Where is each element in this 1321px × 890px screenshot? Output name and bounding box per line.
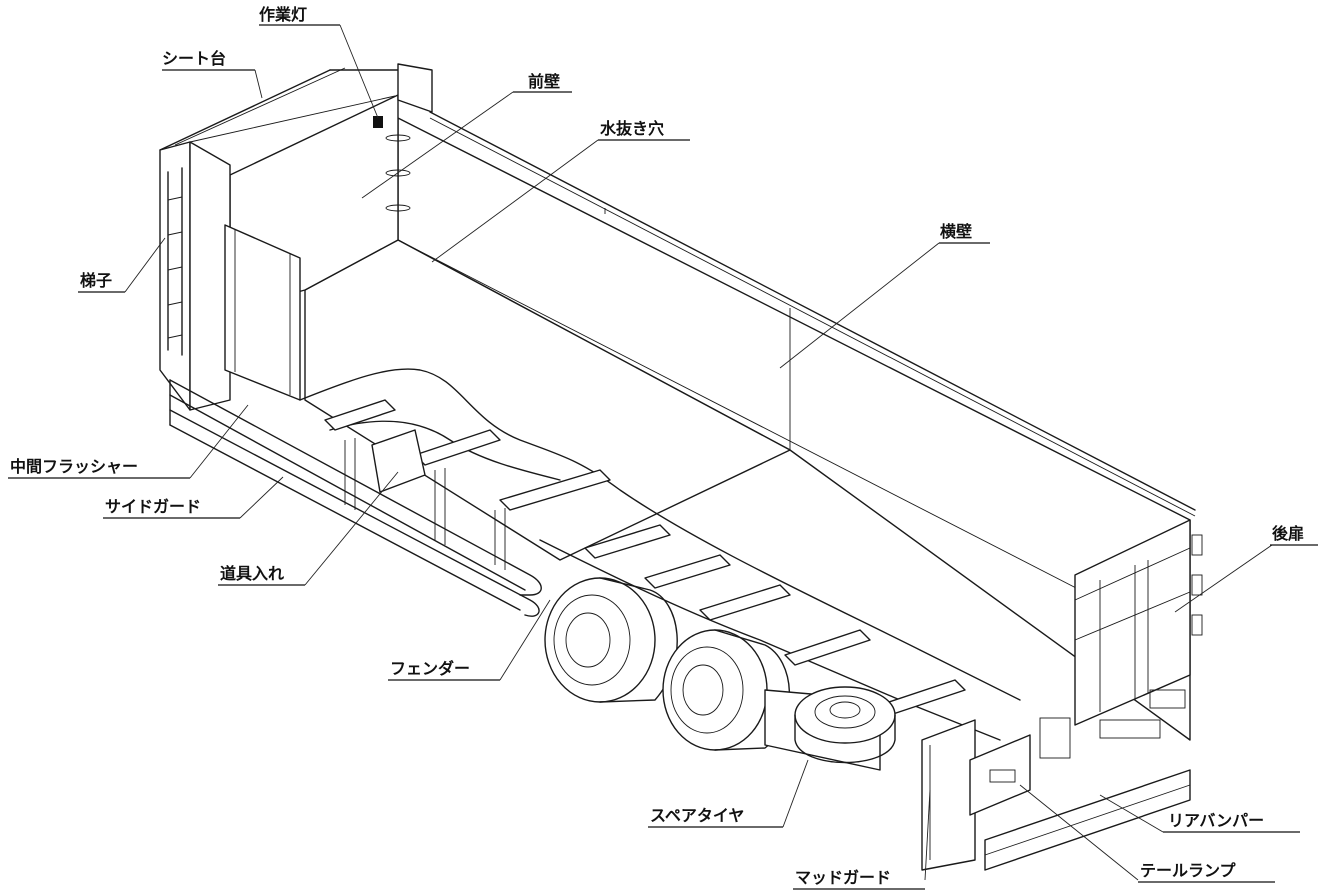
label-drain-hole: 水抜き穴 xyxy=(598,119,690,141)
side-wall-label: 横壁 xyxy=(940,222,972,241)
tail-lamp-label: テールランプ xyxy=(1140,861,1237,880)
label-rear-door: 後扉 xyxy=(1270,524,1318,546)
label-rear-bumper: リアバンパー xyxy=(1163,811,1300,833)
ladder xyxy=(167,167,183,356)
work-light-label: 作業灯 xyxy=(259,5,307,24)
spare-tire xyxy=(794,686,896,764)
front-wall-label: 前壁 xyxy=(528,72,560,91)
label-sheet-stand: シート台 xyxy=(162,49,255,71)
rear-bumper-label: リアバンパー xyxy=(1168,811,1264,830)
label-work-light: 作業灯 xyxy=(259,5,340,26)
label-tail-lamp: テールランプ xyxy=(1138,861,1275,883)
toolbox-label: 道具入れ xyxy=(220,564,284,583)
spare-tire-label: スペアタイヤ xyxy=(650,806,744,825)
label-toolbox: 道具入れ xyxy=(218,564,305,586)
ladder-label: 梯子 xyxy=(80,271,112,290)
fender-label: フェンダー xyxy=(390,659,470,678)
labels: 作業灯 シート台 前壁 水抜き穴 横壁 梯子 中間フラッシャー サイドガード xyxy=(8,5,1318,890)
drain-hole-label: 水抜き穴 xyxy=(600,119,664,138)
rear-door xyxy=(1074,519,1203,726)
label-front-wall: 前壁 xyxy=(513,72,572,93)
middle-flasher-label: 中間フラッシャー xyxy=(10,457,138,476)
label-side-wall: 横壁 xyxy=(939,222,990,244)
leader-lines xyxy=(124,24,1273,881)
sheet-stand-label: シート台 xyxy=(162,49,226,68)
mud-guard-label: マッドガード xyxy=(795,868,891,887)
label-middle-flasher: 中間フラッシャー xyxy=(8,457,190,479)
rear-door-label: 後扉 xyxy=(1272,524,1304,543)
label-fender: フェンダー xyxy=(388,659,500,681)
rear-end xyxy=(921,717,1191,871)
side-guard-rails xyxy=(169,379,542,617)
label-side-guard: サイドガード xyxy=(103,497,240,519)
label-spare-tire: スペアタイヤ xyxy=(648,806,783,828)
label-mud-guard: マッドガード xyxy=(793,868,925,890)
chassis xyxy=(299,368,1021,741)
side-guard-label: サイドガード xyxy=(105,497,201,516)
label-ladder: 梯子 xyxy=(78,271,125,293)
